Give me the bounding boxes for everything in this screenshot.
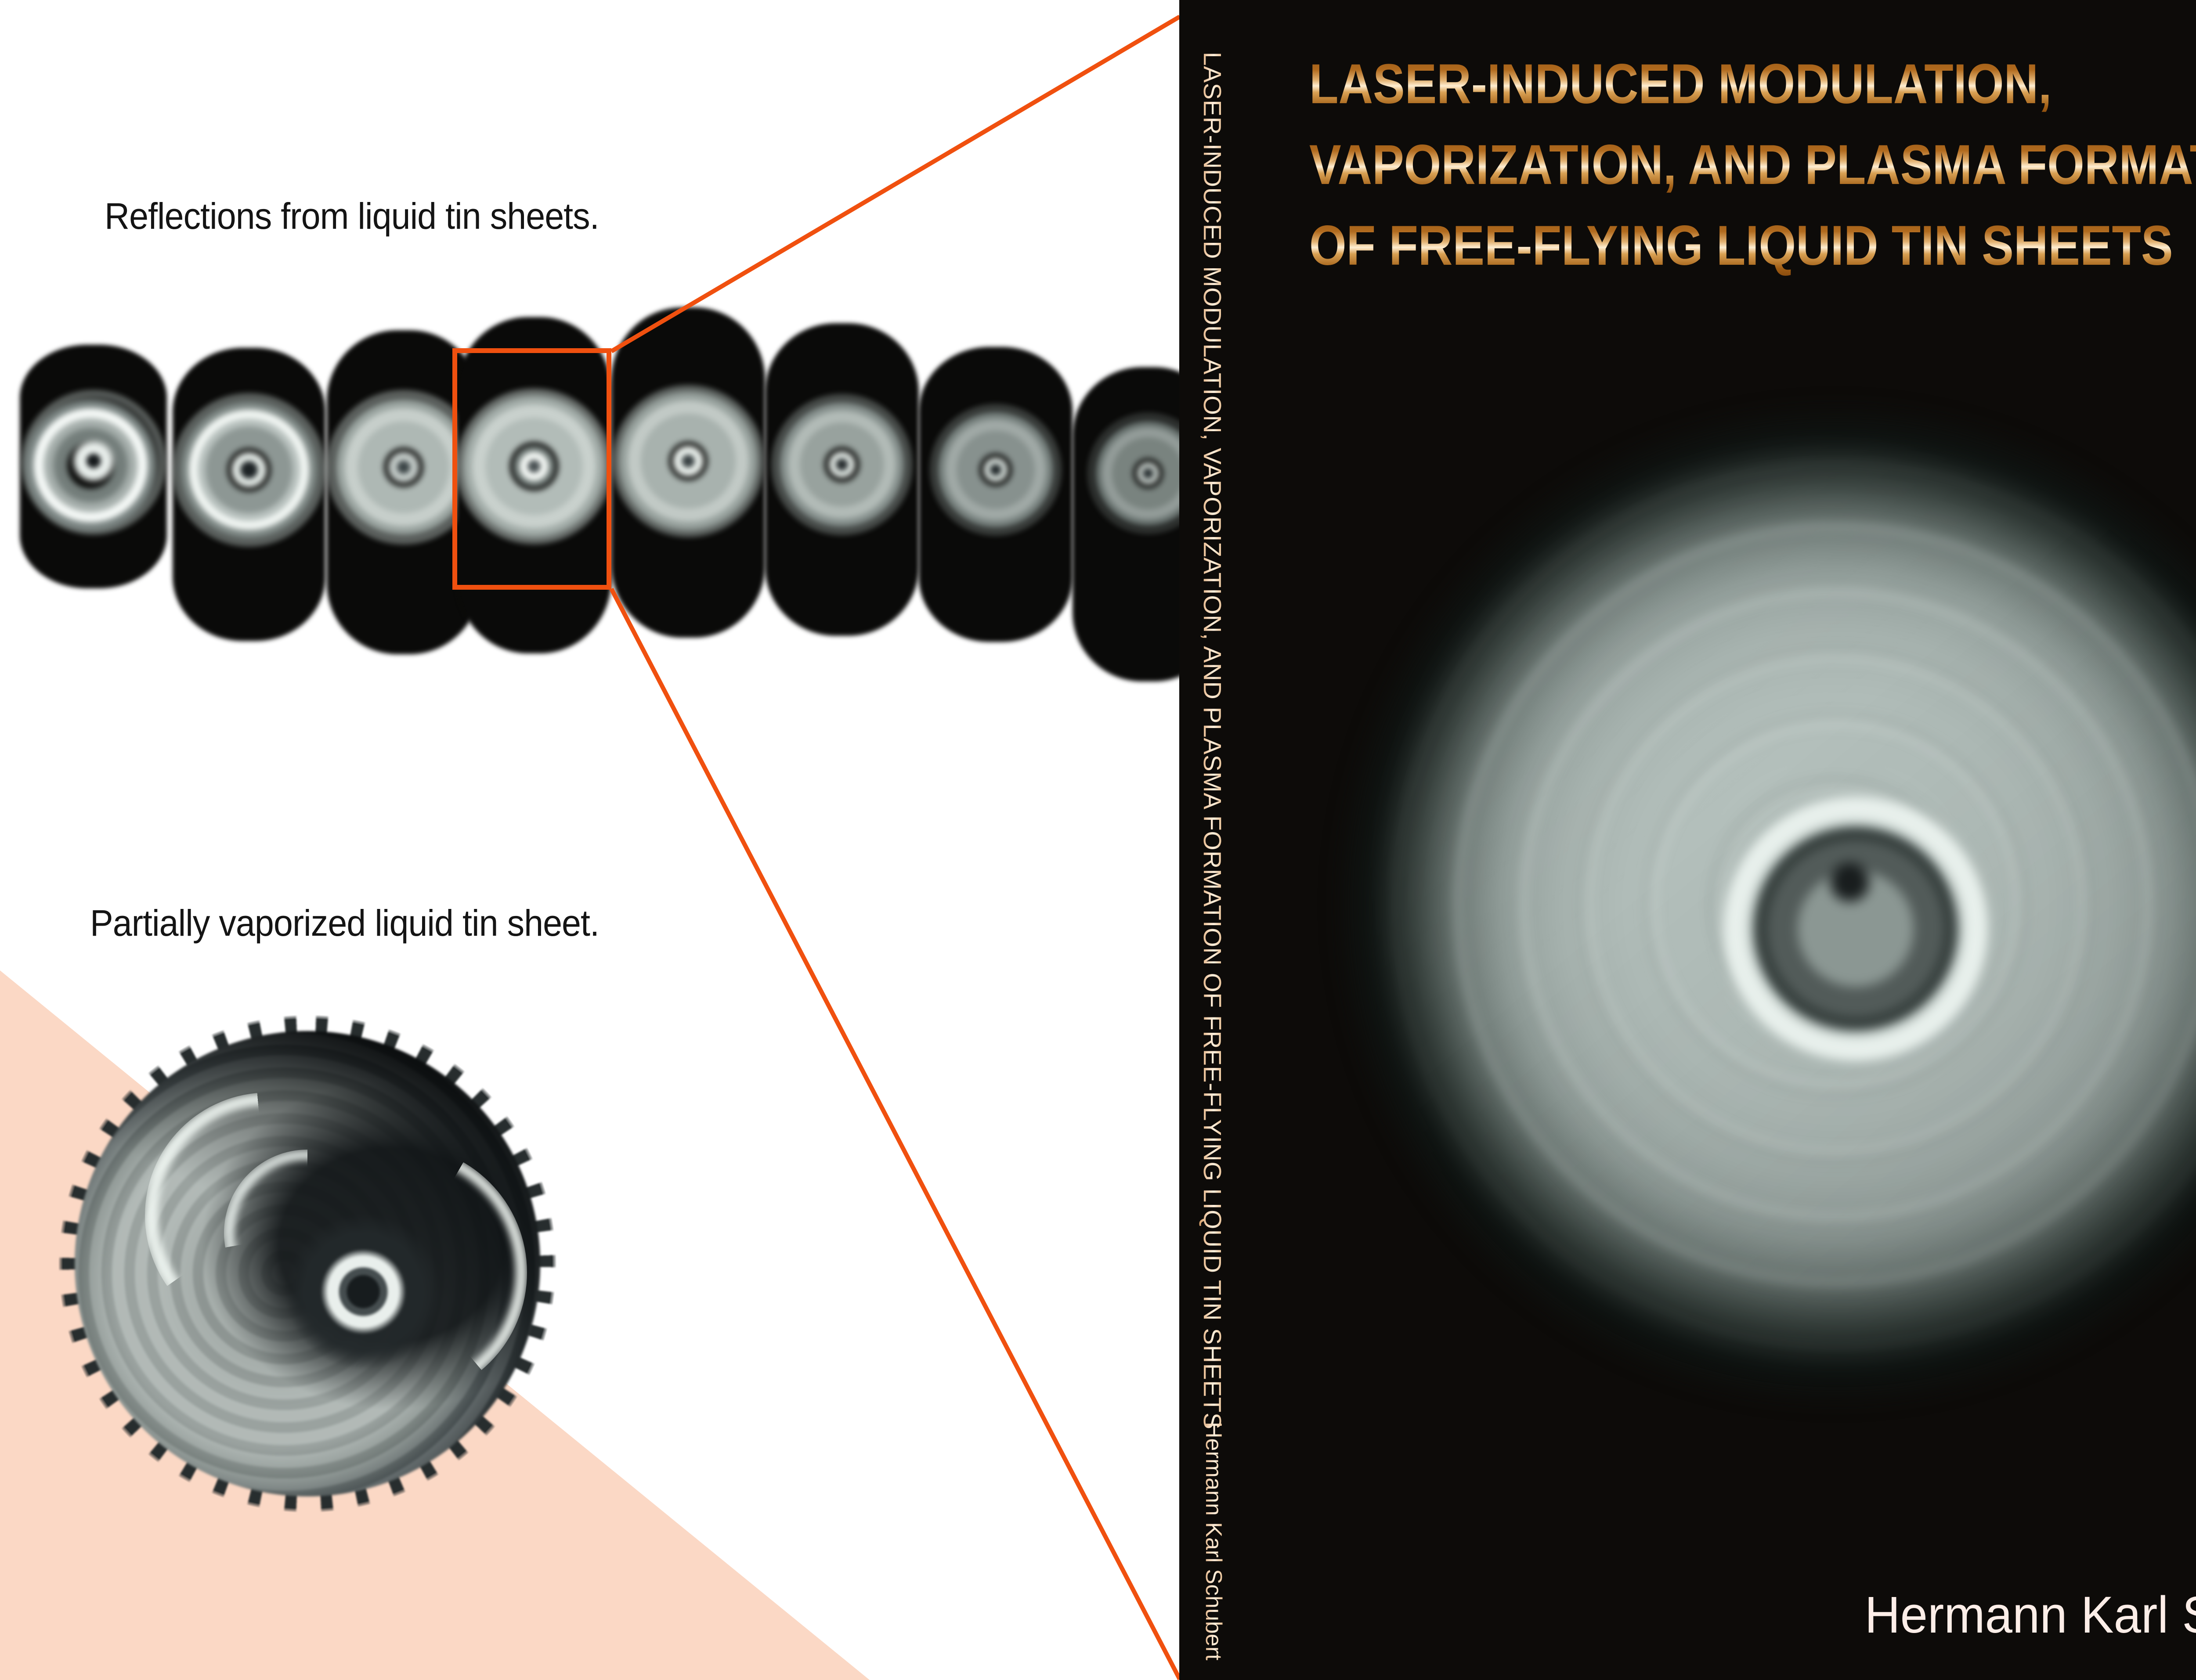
zoom-rectangle xyxy=(452,348,611,590)
back-cover: Reflections from liquid tin sheets. xyxy=(0,195,1179,1680)
droplet-disc xyxy=(21,390,166,535)
back-caption-reflections: Reflections from liquid tin sheets. xyxy=(105,195,600,237)
droplet-frame-4 xyxy=(456,317,612,653)
droplet-frame-1 xyxy=(20,345,167,588)
droplet-disc xyxy=(612,385,765,537)
spine-title: LASER-INDUCED MODULATION, VAPORIZATION, … xyxy=(1198,52,1226,1430)
front-author: Hermann Karl Schubert xyxy=(1864,1586,2196,1644)
droplet-disc xyxy=(172,393,326,547)
splash-highlight-arc xyxy=(272,1145,527,1400)
vaporized-sheet-image xyxy=(58,1014,557,1513)
front-title-line-2: VAPORIZATION, AND PLASMA FORMATION xyxy=(1309,125,2196,205)
front-title-line-3: OF FREE-FLYING LIQUID TIN SHEETS xyxy=(1309,205,2196,286)
front-title: LASER-INDUCED MODULATION, VAPORIZATION, … xyxy=(1309,44,2196,286)
cover-droplet-center-hole xyxy=(1711,784,2001,1074)
droplet-frame-8 xyxy=(1073,367,1179,681)
cover-droplet-image xyxy=(1331,400,2196,1410)
droplet-disc xyxy=(456,388,612,544)
droplet-disc xyxy=(1087,413,1179,534)
front-cover: LASER-INDUCED MODULATION, VAPORIZATION, … xyxy=(1179,0,2196,1680)
droplet-disc xyxy=(771,394,913,535)
droplet-disc xyxy=(930,404,1062,536)
spine-author: Hermann Karl Schubert xyxy=(1201,1422,1226,1661)
droplet-frame-6 xyxy=(765,323,919,636)
droplet-frame-2 xyxy=(172,348,326,641)
front-title-line-1: LASER-INDUCED MODULATION, xyxy=(1309,44,2196,125)
droplet-frame-5 xyxy=(611,307,765,638)
back-caption-vaporized: Partially vaporized liquid tin sheet. xyxy=(90,902,600,944)
droplet-frame-7 xyxy=(919,347,1073,642)
